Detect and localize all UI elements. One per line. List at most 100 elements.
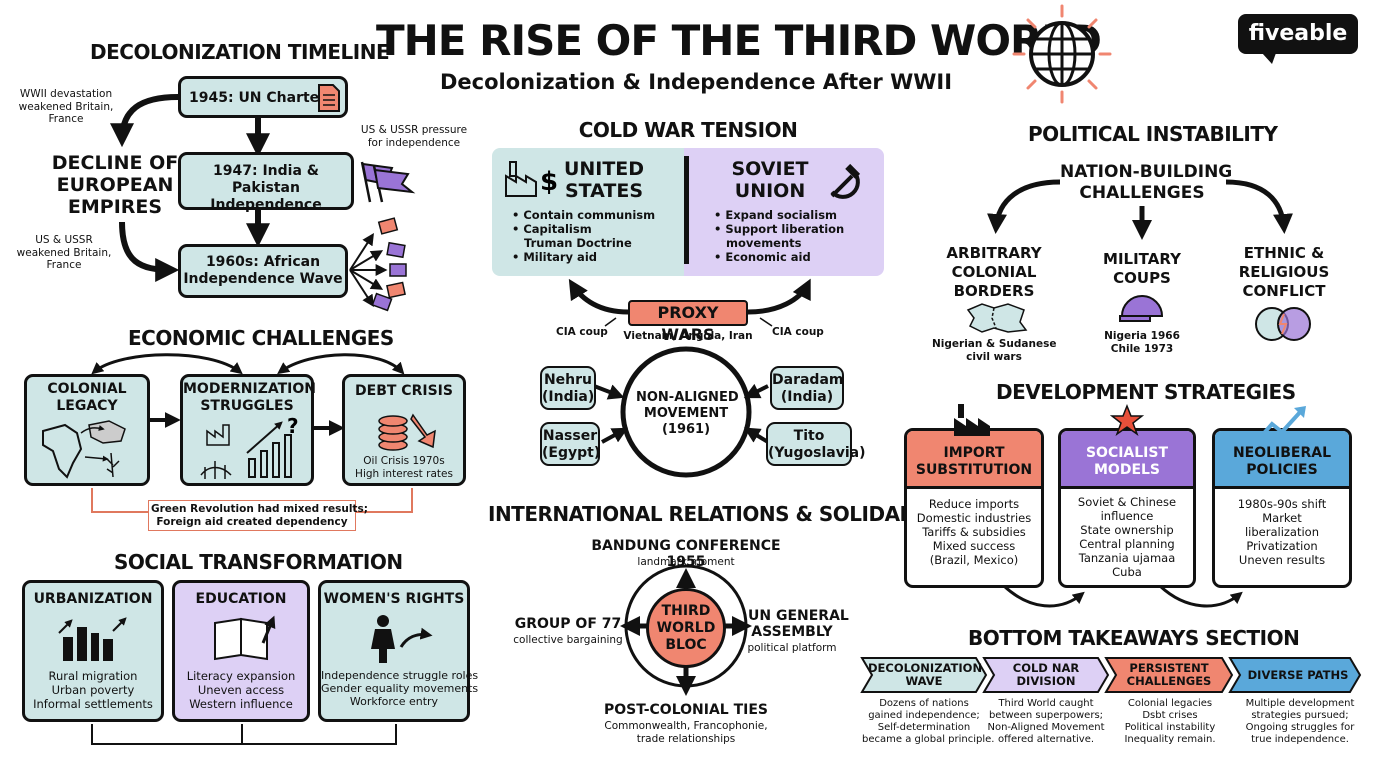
nam-nasser[interactable]: Nasser (Egypt) bbox=[540, 422, 600, 466]
us-list: • Contain communism • Capitalism Truman … bbox=[512, 208, 655, 264]
node-1947[interactable]: 1947: India & Pakistan Independence bbox=[178, 152, 354, 213]
daradam-name: Daradam bbox=[772, 372, 844, 388]
takeaway-label-3b: CHALLENGES bbox=[1126, 674, 1212, 688]
urbanization-box[interactable]: URBANIZATION Rural migration Urban pover… bbox=[22, 580, 164, 722]
node-1960s[interactable]: 1960s: African Independence Wave bbox=[178, 244, 348, 298]
neoliberal-item-5: Uneven results bbox=[1238, 553, 1326, 567]
womens-rights-box[interactable]: WOMEN'S RIGHTS Independence struggle rol… bbox=[318, 580, 479, 722]
takeaway-4-line4: true independence. bbox=[1251, 734, 1349, 745]
ussr-list: • Expand socialism • Support liberation … bbox=[714, 208, 844, 264]
debt-crisis-box[interactable]: DEBT CRISIS Oil Crisis 1970s High intere… bbox=[342, 374, 466, 486]
ussr-item-4: • Economic aid bbox=[714, 250, 811, 264]
ussr-item-2: • Support liberation bbox=[714, 222, 845, 236]
nam-center-2: MOVEMENT bbox=[643, 406, 729, 421]
helmet-icon bbox=[1119, 295, 1164, 322]
socialist-title: SOCIALIST MODELS bbox=[1061, 445, 1193, 479]
arrow-1945-decline bbox=[110, 94, 179, 148]
brand-logo[interactable]: fiveable bbox=[1238, 14, 1358, 64]
political-heading: POLITICAL INSTABILITY bbox=[1028, 122, 1278, 146]
takeaway-label-2a: COLD NAR bbox=[1012, 661, 1080, 675]
bandung-sub: landmark moment bbox=[637, 556, 735, 568]
neoliberal-title-1: NEOLIBERAL bbox=[1232, 445, 1332, 461]
takeaway-2-line4: offered alternative. bbox=[997, 734, 1095, 745]
neoliberal-item-1: 1980s-90s shift bbox=[1237, 497, 1327, 511]
fan-arrows bbox=[349, 232, 388, 308]
flags-fan-icon bbox=[371, 217, 407, 312]
takeaway-2-line3: Non-Aligned Movement bbox=[987, 722, 1105, 733]
node-1945[interactable]: 1945: UN Charter bbox=[178, 76, 348, 118]
nam-daradam[interactable]: Daradam (India) bbox=[770, 366, 844, 410]
ussr-item-3: movements bbox=[726, 236, 802, 250]
book-icon bbox=[214, 615, 276, 661]
pressure-note-2: for independence bbox=[367, 136, 461, 149]
bloc-label-2: WORLD bbox=[656, 620, 716, 636]
modernization-1: MODERNIZATION bbox=[183, 381, 316, 397]
node-1960s-line1: 1960s: African bbox=[205, 254, 321, 270]
women-item-1: Independence struggle roles bbox=[321, 669, 479, 682]
takeaway-label-1: DECOLONIZATION WAVE bbox=[868, 662, 982, 688]
socialist-title-1: SOCIALIST bbox=[1085, 445, 1169, 461]
pressure-note-1: US & USSR pressure bbox=[360, 124, 468, 136]
colonial-legacy-box[interactable]: COLONIAL LEGACY bbox=[24, 374, 150, 486]
daradam-country: (India) bbox=[780, 389, 834, 405]
neoliberal-item-4: Privatization bbox=[1246, 539, 1318, 553]
womens-rights-title: WOMEN'S RIGHTS bbox=[323, 591, 465, 607]
tito-country: (Yugoslavia) bbox=[768, 445, 866, 461]
post-colonial-label: POST-COLONIAL TIES bbox=[603, 702, 768, 718]
decline-line1: DECLINE OF bbox=[51, 152, 179, 174]
takeaway-text-2: Third World caught between superpowers; … bbox=[984, 698, 1108, 746]
africa-map-icon bbox=[42, 420, 126, 479]
modernization-box[interactable]: MODERNIZATION STRUGGLES ? bbox=[180, 374, 316, 486]
education-box[interactable]: EDUCATION Literacy expansion Uneven acce… bbox=[172, 580, 310, 722]
nam-center-3: (1961) bbox=[661, 422, 711, 437]
takeaway-3-line2: Dsbt crises bbox=[1142, 710, 1198, 721]
takeaways-heading: BOTTOM TAKEAWAYS SECTION bbox=[968, 626, 1300, 650]
takeaway-1-line2: gained independence; bbox=[868, 710, 980, 721]
neoliberal-box[interactable]: NEOLIBERAL POLICIES 1980s-90s shift Mark… bbox=[1212, 428, 1352, 588]
nam-tito[interactable]: Tito (Yugoslavia) bbox=[766, 422, 866, 466]
trend-up-icon bbox=[1256, 406, 1306, 442]
globe-icon bbox=[1012, 4, 1112, 104]
timeline-heading: DECOLONIZATION TIMELINE bbox=[90, 40, 390, 64]
takeaway-text-1: Dozens of nations gained independence; S… bbox=[862, 698, 995, 746]
third-world-bloc[interactable]: THIRD WORLD BLOC bbox=[646, 588, 726, 668]
ussr-panel: SOVIET UNION • Expand socialism • Suppor… bbox=[684, 148, 884, 276]
socialist-item-5: Tanzania ujamaa bbox=[1078, 551, 1176, 565]
takeaway-label-3a: PERSISTENT bbox=[1129, 661, 1209, 675]
takeaway-1-line1: Dozens of nations bbox=[879, 698, 969, 709]
socialist-models-box[interactable]: SOCIALIST MODELS Soviet & Chinese influe… bbox=[1058, 428, 1196, 588]
debt-crisis-title: DEBT CRISIS bbox=[355, 383, 453, 399]
us-ussr-note-1: US & USSR bbox=[35, 234, 93, 246]
us-item-1: • Contain communism bbox=[512, 208, 656, 222]
nation-building-2: CHALLENGES bbox=[1079, 183, 1205, 203]
socialist-item-4: Central planning bbox=[1079, 537, 1175, 551]
node-1947-line2: Independence bbox=[210, 197, 322, 213]
takeaway-4-line2: strategies pursued; bbox=[1251, 710, 1349, 721]
takeaway-1-line3: Self-determination bbox=[877, 722, 971, 733]
borders-2: COLONIAL bbox=[951, 263, 1037, 281]
economic-note-1: Green Revolution had mixed results; bbox=[151, 503, 368, 515]
coups-note-2: Chile 1973 bbox=[1110, 342, 1174, 355]
proxy-wars-badge[interactable]: PROXY WARS bbox=[628, 300, 748, 344]
socialist-item-2: influence bbox=[1100, 509, 1154, 523]
takeaway-text-3: Colonial legacies Dsbt crises Political … bbox=[1110, 698, 1230, 746]
factory-icon bbox=[954, 404, 990, 436]
nasser-name: Nasser bbox=[542, 428, 598, 444]
nam-nehru[interactable]: Nehru (India) bbox=[540, 366, 596, 410]
import-substitution-box[interactable]: IMPORT SUBSTITUTION Reduce imports Domes… bbox=[904, 428, 1044, 588]
ussr-title-2: UNION bbox=[734, 180, 806, 202]
wwii-note-3: France bbox=[48, 113, 84, 125]
import-header: IMPORT SUBSTITUTION bbox=[907, 431, 1041, 489]
neoliberal-item-3: liberalization bbox=[1244, 525, 1320, 539]
edu-item-1: Literacy expansion bbox=[186, 669, 296, 683]
urbanization-list: Rural migration Urban poverty Informal s… bbox=[25, 669, 161, 711]
page-subtitle: Decolonization & Independence After WWII bbox=[440, 70, 953, 94]
us-item-3: Truman Doctrine bbox=[524, 236, 632, 250]
us-item-2: • Capitalism bbox=[512, 222, 592, 236]
takeaway-4-line1: Multiple development bbox=[1245, 698, 1355, 709]
takeaway-label-3: PERSISTENT CHALLENGES bbox=[1114, 662, 1224, 688]
nation-building: NATION-BUILDING CHALLENGES bbox=[1060, 162, 1232, 204]
wwii-note-2: weakened Britain, bbox=[18, 100, 114, 113]
takeaway-text-4: Multiple development strategies pursued;… bbox=[1236, 698, 1364, 746]
